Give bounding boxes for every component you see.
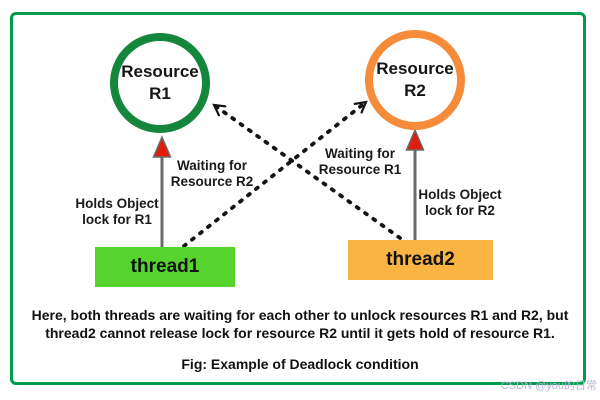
figure-caption: Fig: Example of Deadlock condition xyxy=(181,356,419,372)
holds-arrow-thread1-to-r1 xyxy=(152,135,172,248)
edge-label-thread1-holds-r1: Holds Object lock for R1 xyxy=(55,196,179,227)
figure-description: Here, both threads are waiting for each … xyxy=(30,306,570,343)
resource-r2-label-line1: Resource xyxy=(376,58,454,78)
resource-r2-node: Resource R2 xyxy=(365,30,465,130)
description-line-1: Here, both threads are waiting for each … xyxy=(31,307,569,323)
red-arrowhead-r2 xyxy=(405,128,425,151)
resource-r1-label-line1: Resource xyxy=(121,61,199,81)
holds-arrow-thread2-to-r2 xyxy=(405,128,425,241)
edge-label-thread2-holds-r2: Holds Object lock for R2 xyxy=(398,187,522,218)
resource-r1-node: Resource R1 xyxy=(110,33,210,133)
resource-r1-label-line2: R1 xyxy=(149,84,171,103)
edge-label-line: Holds Object xyxy=(75,196,159,211)
edge-label-line: lock for R2 xyxy=(425,202,495,218)
thread1-label: thread1 xyxy=(130,256,200,277)
figure-border xyxy=(10,12,586,385)
edge-label-line: Resource R2 xyxy=(170,173,254,189)
edge-label-line: Waiting for xyxy=(325,146,395,161)
thread2-label: thread2 xyxy=(386,249,455,270)
thread1-node: thread1 xyxy=(95,247,235,287)
edge-label-line: lock for R1 xyxy=(82,211,152,227)
edge-label-thread2-waiting-for-r1: Waiting for Resource R1 xyxy=(298,146,422,177)
csdn-watermark: CSDN @you的日常 xyxy=(500,380,597,392)
edge-label-thread1-waiting-for-r2: Waiting for Resource R2 xyxy=(150,158,274,189)
edge-label-line: Holds Object xyxy=(418,187,502,202)
resource-r2-label-line2: R2 xyxy=(404,81,426,100)
red-arrowhead-r1 xyxy=(152,135,172,158)
edge-label-line: Waiting for xyxy=(177,158,247,173)
waits-arrow-thread1-to-r2 xyxy=(182,100,368,248)
edge-label-line: Resource R1 xyxy=(318,161,402,177)
waits-arrow-thread2-to-r1 xyxy=(212,103,402,240)
description-line-2: thread2 cannot release lock for resource… xyxy=(45,325,555,342)
thread2-node: thread2 xyxy=(348,240,493,280)
